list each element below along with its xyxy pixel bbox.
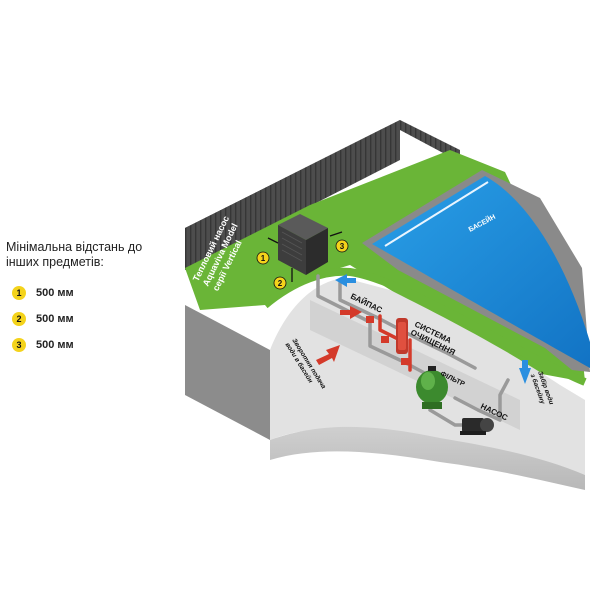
svg-text:1: 1 [261,254,266,263]
legend: Мінімальна відстань до інших предметів: … [6,240,176,358]
fence-wall-face [185,120,400,270]
legend-title: Мінімальна відстань до інших предметів: [6,240,143,269]
legend-item: 3 500 мм [6,332,176,358]
filter-unit [416,366,448,409]
legend-distance: 500 мм [36,287,74,299]
marker-badge: 2 [12,312,26,326]
trench-rim [262,267,587,386]
flow-arrow-heat [340,306,362,319]
pool-water [372,176,590,368]
pool-highlight [384,181,489,247]
ground-side [185,305,270,440]
pump-unit [460,418,494,435]
cleaning-system-tube [396,318,408,354]
legend-distance: 500 мм [36,339,74,351]
heat-pump-unit [278,214,328,275]
marker-1: 1 [256,251,270,265]
flow-arrow-intake [519,360,531,384]
trench-back-wall [310,300,520,430]
svg-text:3: 3 [340,242,345,251]
marker-3: 3 [335,239,349,253]
legend-item: 1 500 мм [6,280,176,306]
trench-floor [270,426,585,490]
marker-badge: 1 [12,286,26,300]
svg-text:2: 2 [278,279,283,288]
marker-2: 2 [273,276,287,290]
legend-distance: 500 мм [36,313,74,325]
flow-arrow-return [316,345,340,365]
legend-item: 2 500 мм [6,306,176,332]
marker-badge: 3 [12,338,26,352]
valves [366,316,409,365]
flow-arrow-bypass [335,274,356,287]
clearance-arrows [267,231,343,282]
